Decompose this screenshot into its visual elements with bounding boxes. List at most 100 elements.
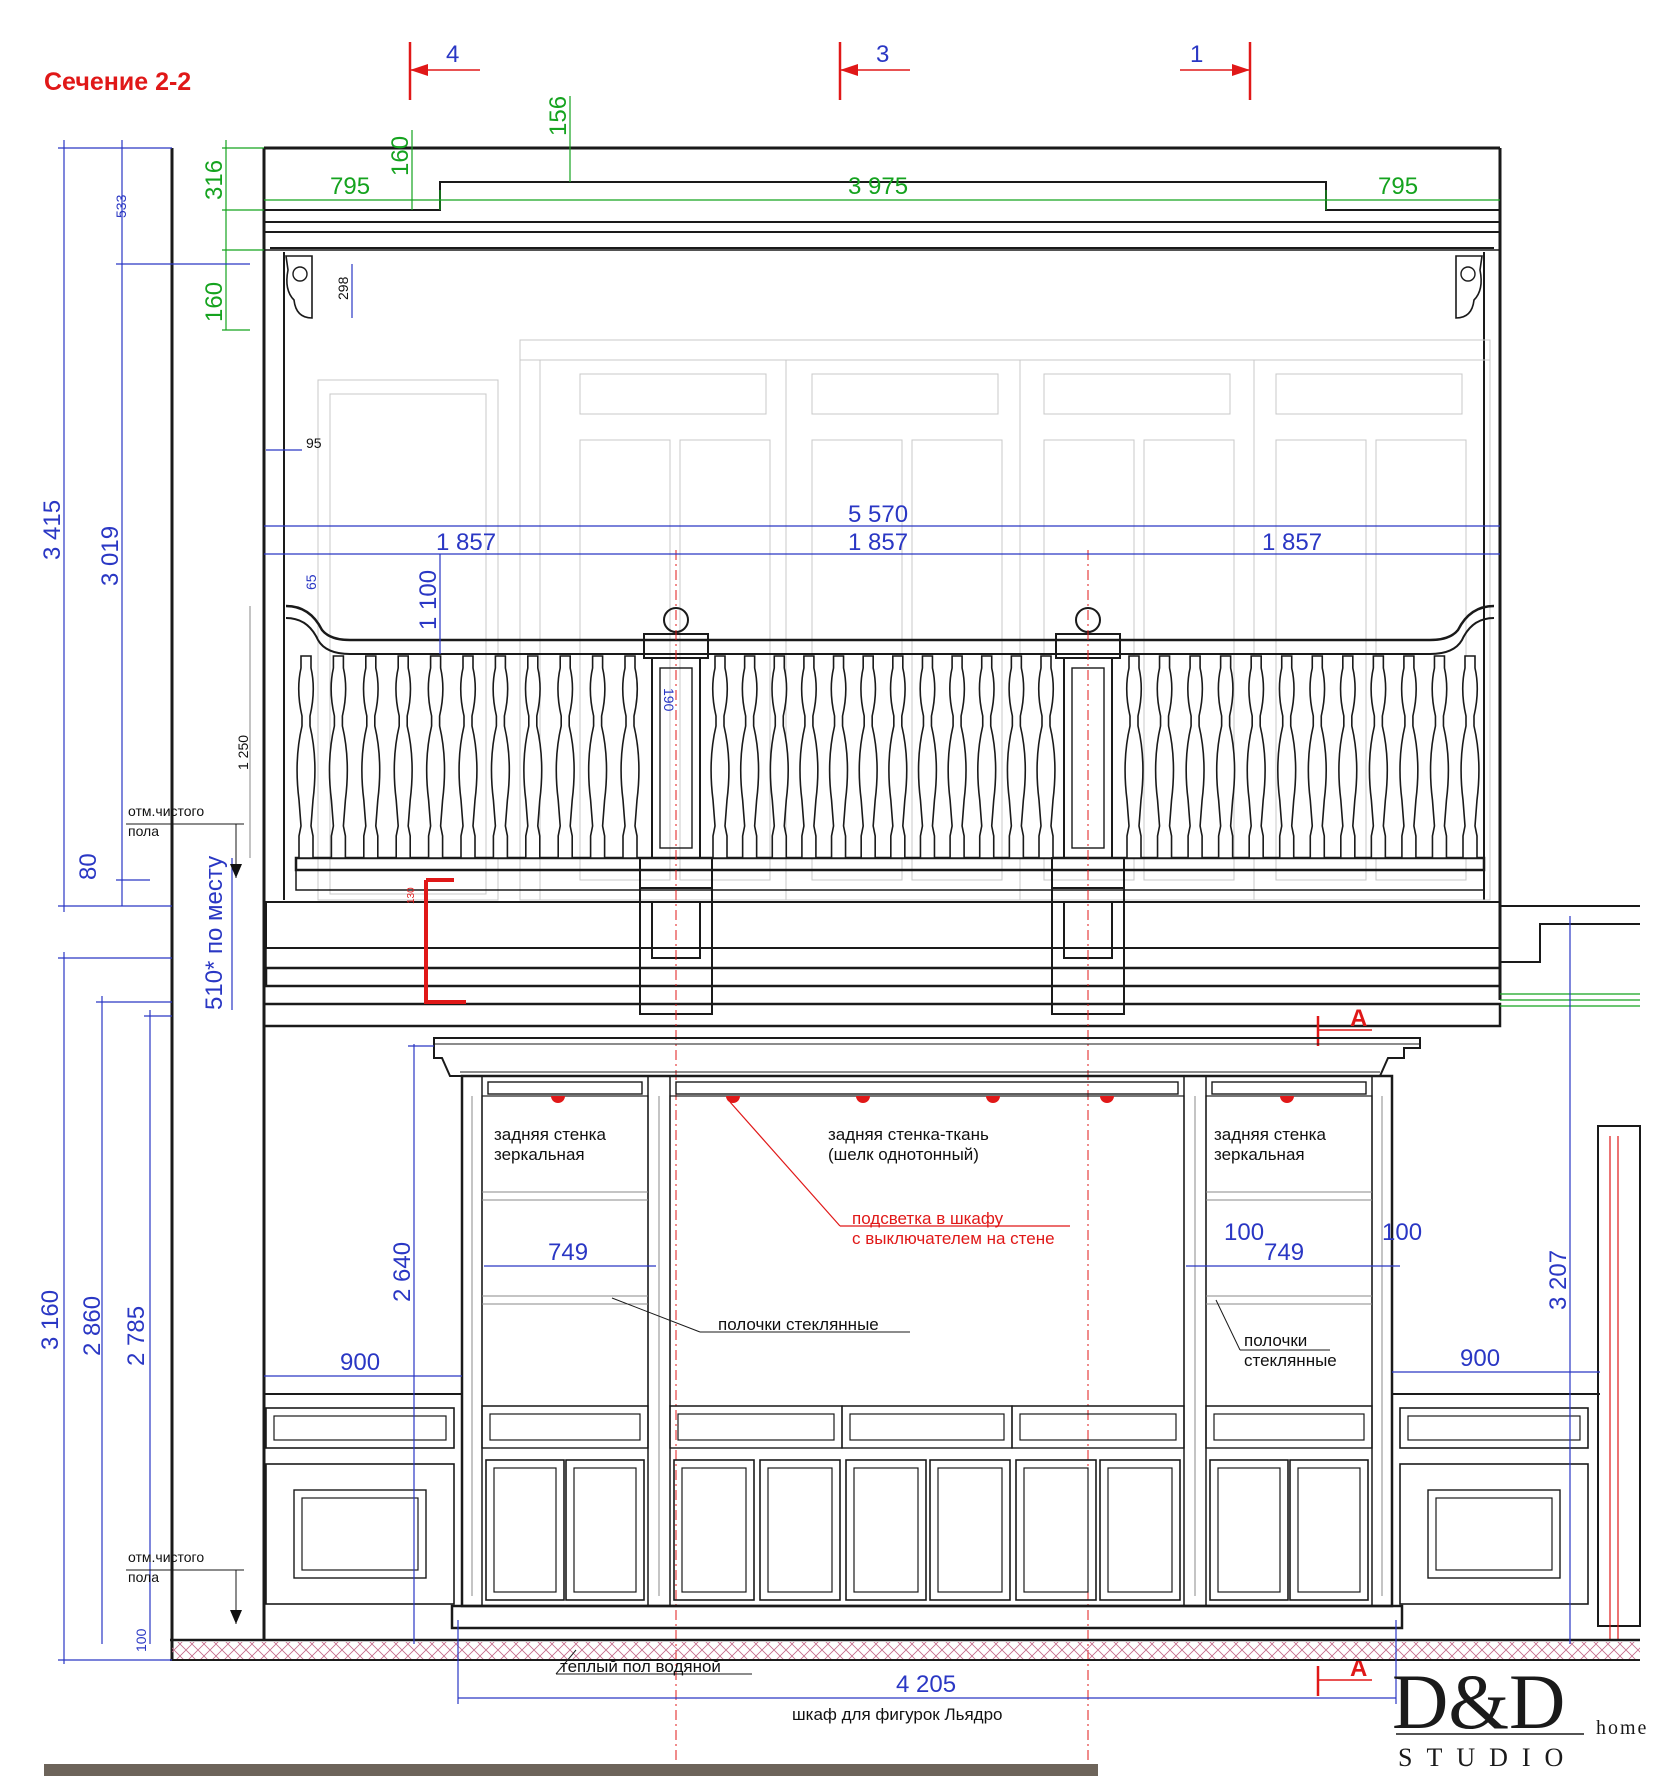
label-warm-floor: теплый пол водяной [560,1657,721,1676]
studio-logo: D&D STUDIO home [1392,1658,1648,1772]
section-marker-4-label: 4 [446,41,459,68]
logo-main: D&D [1392,1658,1565,1745]
dim-190: 190 [661,688,677,712]
baluster [1429,655,1450,859]
dim-95: 95 [306,435,322,451]
logo-studio: STUDIO [1398,1743,1577,1772]
label-glass-shelves-center: полочки стеклянные [718,1315,879,1334]
dim-298: 298 [335,276,351,300]
baluster [917,655,938,859]
baluster [828,655,849,859]
baluster [769,655,789,859]
label-back-mirror-right-2: зеркальная [1214,1145,1305,1164]
cabinet-door-panel [1297,1467,1361,1593]
section-marker-4: 4 [408,41,480,100]
baluster [328,655,349,859]
label-back-mirror-left-1: задняя стенка [494,1125,606,1144]
corbel-right [1455,255,1483,319]
baluster [947,655,967,859]
dim-533: 533 [113,194,129,218]
cut-mark-a-bottom: А [1316,1655,1372,1696]
baluster [858,655,878,859]
section-marker-1-label: 1 [1190,41,1203,68]
lower-dimensions: 3 160 2 860 2 785 2 640 749 749 100 100 … [37,916,1600,1704]
dim-2785: 2 785 [123,1306,150,1366]
cabinet-door [1209,1459,1289,1601]
section-marker-3-label: 3 [876,41,889,68]
balustrade [262,604,1502,1028]
cabinet-door-panel [1107,1467,1173,1593]
section-title: Сечение 2-2 [44,68,191,96]
label-back-mirror-right-1: задняя стенка [1214,1125,1326,1144]
dim-100-floor: 100 [133,1628,149,1652]
baluster [1277,655,1297,859]
dim-1857-mid: 1 857 [848,529,908,556]
floor-level-marker-lower: отм.чистого пола [126,1549,244,1624]
dim-900-right: 900 [1460,1345,1500,1372]
dim-130: 130 [406,887,417,904]
baluster [1154,655,1175,859]
cut-mark-a-bottom-label: А [1350,1655,1367,1682]
dim-3160: 3 160 [37,1290,64,1350]
dim-510: 510* по месту [201,856,228,1010]
cabinet-door-panel [681,1467,747,1593]
baluster [977,655,997,859]
baluster [1215,655,1236,859]
cabinet-door [485,1459,565,1601]
cabinet-lights [551,1096,1294,1103]
baluster [710,655,730,859]
display-cabinet [433,1037,1421,1630]
baluster [555,655,575,859]
baluster [1460,655,1480,859]
baluster [888,655,908,859]
cabinet-door [759,1459,841,1601]
cut-mark-a-top-label: А [1350,1005,1367,1032]
upper-wall-outline [170,146,1502,1660]
cabinet-door-panel [1023,1467,1089,1593]
corbel-left [285,255,313,319]
cabinet-door [929,1459,1011,1601]
dim-316: 316 [201,160,228,200]
dim-2860: 2 860 [79,1296,106,1356]
section-marker-3: 3 [838,41,910,100]
dim-4205: 4 205 [896,1671,956,1698]
dim-156: 156 [545,96,572,136]
dim-3415: 3 415 [39,500,66,560]
floor-level-lower-line2: пола [128,1569,159,1585]
dim-80: 80 [75,853,102,880]
baluster [425,655,446,859]
cabinet-door [673,1459,755,1601]
baluster [1124,655,1144,859]
logo-home: home [1596,1717,1648,1739]
baluster [1246,655,1266,859]
baluster [296,655,316,859]
label-cabinet-caption: шкаф для фигурок Льядро [792,1705,1003,1724]
baluster [1006,655,1027,859]
wainscot-panel-right [1392,1125,1641,1640]
cabinet-door-panel [493,1467,557,1593]
dim-3207: 3 207 [1545,1250,1572,1310]
dim-65: 65 [303,574,319,590]
baluster [1368,655,1389,859]
baluster [523,655,543,859]
dim-3975: 3 975 [848,173,908,200]
upper-dimensions: 3 415 3 019 533 298 95 5 570 1 857 1 857… [39,140,1500,1010]
label-glass-shelves-right-1: полочки [1244,1331,1307,1350]
dim-795-right: 795 [1378,173,1418,200]
baluster [1036,655,1056,859]
baluster [1307,655,1327,859]
baluster [490,655,511,859]
floor-level-upper-line1: отм.чистого [128,803,204,819]
label-back-mirror-left-2: зеркальная [494,1145,585,1164]
label-back-fabric-1: задняя стенка-ткань [828,1125,989,1144]
baluster [361,655,381,859]
cabinet-door [1289,1459,1369,1601]
dim-795-left: 795 [330,173,370,200]
dim-160-left: 160 [201,282,228,322]
baluster [799,655,819,859]
cabinet-door-panel [1217,1467,1281,1593]
floor-level-upper-line2: пола [128,823,159,839]
cabinet-door [1015,1459,1097,1601]
cabinet-door-panel [937,1467,1003,1593]
